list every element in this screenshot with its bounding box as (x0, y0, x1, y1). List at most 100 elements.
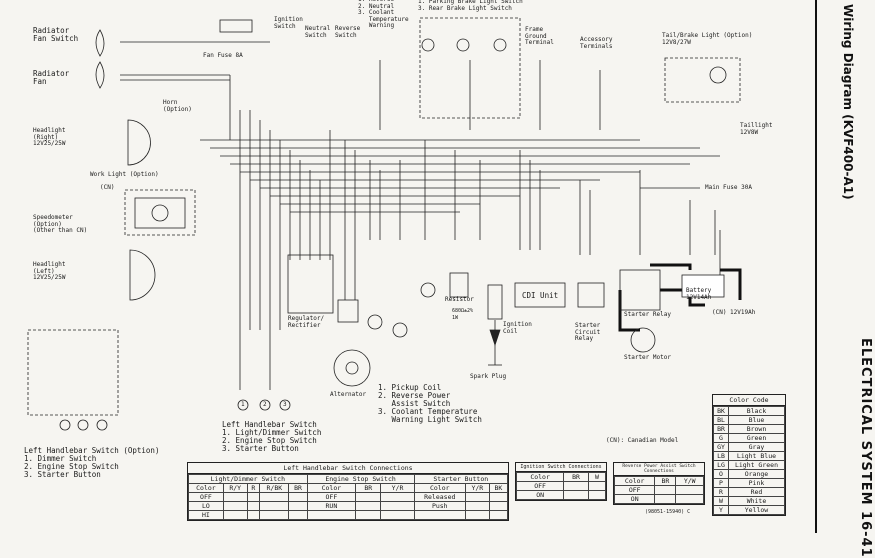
lh-cell (288, 492, 308, 502)
lh-cell: R (246, 483, 261, 493)
color-code-title: Color Code (713, 395, 785, 406)
lh-connections-table: Left Handlebar Switch Connections Light/… (187, 462, 509, 521)
wiring-diagram (27, 17, 742, 431)
lh-cell: LO (188, 501, 224, 511)
lh-cell: BK (488, 483, 509, 493)
lh-cell: BR (288, 483, 308, 493)
lh-cell (246, 492, 261, 502)
lh-cell (465, 492, 490, 502)
conn-cell (654, 485, 677, 495)
lh-row: HI (188, 510, 509, 520)
lh-cell (259, 510, 290, 520)
head-cell: Y/W (675, 476, 704, 486)
lh-cell (222, 492, 248, 502)
spark-plug-label: Spark Plug (470, 373, 507, 380)
resistor-label: Resistor (445, 296, 474, 303)
horn-label: Horn (Option) (163, 99, 192, 113)
lh-cell (465, 510, 490, 520)
lh-cell (413, 510, 467, 520)
ign-connections-title: Ignition Switch Connections (516, 463, 606, 472)
lh-cell (288, 510, 308, 520)
lh-cell (488, 501, 509, 511)
conn-cell (563, 490, 589, 500)
ignition-coil-label: Ignition Coil (503, 321, 532, 335)
neutral-switch-label: Neutral Switch (305, 25, 331, 39)
conn-cell (563, 481, 589, 491)
head-cell: BR (654, 476, 677, 486)
lh-cell: Color (413, 483, 467, 493)
lh-cell (355, 501, 382, 511)
conn-row: ON (515, 490, 607, 500)
headlight-left-label: Headlight (Left) 12V25/25W (33, 261, 66, 281)
left-handlebar-switch-list: Left Handlebar Switch 1. Light/Dimmer Sw… (222, 420, 322, 453)
taillight-label: Taillight 12V8W (740, 122, 773, 136)
color-abbrev: Y (713, 505, 729, 515)
lh-cell (259, 492, 290, 502)
battery-cn-label: (CN) 12V19Ah (712, 309, 756, 316)
lh-cell (488, 510, 509, 520)
num-2: 2 (263, 401, 267, 408)
parking-list: 1. Parking Brake Light Switch 3. Rear Br… (418, 0, 523, 12)
rev-connections-title: Reverse Power Assist Switch Connections (614, 463, 704, 476)
conn-cell (675, 494, 704, 504)
resistor-value: 680Ω±2% 1W (452, 308, 474, 321)
cdi-unit-label: CDI Unit (522, 291, 559, 300)
color-name: Red (727, 487, 786, 497)
color-abbrev: BR (713, 424, 729, 434)
page-header-strip: Wiring Diagram (KVF400-A1) ELECTRICAL SY… (815, 0, 875, 558)
lh-cell: BR (355, 483, 382, 493)
color-name: Gray (727, 442, 786, 452)
left-handlebar-option-list: Left Handlebar Switch (Option) 1. Dimmer… (24, 446, 160, 479)
ignition-switch-label: Ignition Switch (274, 16, 303, 30)
color-abbrev: O (713, 469, 729, 479)
radiator-fan-label: Radiator Fan (33, 69, 70, 86)
battery-label: Battery 12V14Ah (686, 287, 712, 301)
alternator-label: Alternator (330, 391, 367, 398)
lh-cell: Color (188, 483, 224, 493)
conn-cell: OFF (515, 481, 565, 491)
radiator-fan-switch-label: Radiator Fan Switch (33, 26, 79, 43)
color-abbrev: G (713, 433, 729, 443)
color-name: Yellow (727, 505, 786, 515)
color-name: White (727, 496, 786, 506)
color-abbrev: BL (713, 415, 729, 425)
cn-label: (CN) (100, 184, 115, 191)
lh-cell: OFF (188, 492, 224, 502)
lh-cell: OFF (306, 492, 357, 502)
fan-fuse-label: Fan Fuse 8A (203, 52, 243, 59)
headlight-right-label: Headlight (Right) 12V25/25W (33, 127, 66, 147)
regulator-label: Regulator/ Rectifier (288, 315, 325, 329)
rev-connections-table: Reverse Power Assist Switch Connections … (613, 462, 705, 505)
starter-relay-label: Starter Relay (624, 311, 671, 318)
lh-cell (222, 510, 248, 520)
head-cell: Color (515, 472, 565, 482)
color-abbrev: LG (713, 460, 729, 470)
lh-group-3: Starter Button (413, 474, 509, 484)
lh-cell: Color (306, 483, 357, 493)
color-name: Brown (727, 424, 786, 434)
num-3: 3 (283, 401, 287, 408)
color-abbrev: GY (713, 442, 729, 452)
lh-cell: HI (188, 510, 224, 520)
lh-cell: RUN (306, 501, 357, 511)
side-title: Wiring Diagram (KVF400-A1) (841, 4, 855, 200)
conn-cell (654, 494, 677, 504)
warning-list: 1. Reverse 2. Neutral 3. Coolant Tempera… (358, 0, 409, 29)
lh-group-1: Light/Dimmer Switch (188, 474, 308, 484)
color-abbrev: R (713, 487, 729, 497)
conn-cell: ON (515, 490, 565, 500)
pickup-list: 1. Pickup Coil 2. Reverse Power Assist S… (378, 383, 482, 424)
lh-cell: R/Y (222, 483, 248, 493)
color-name: Black (727, 406, 786, 416)
lh-cell (246, 510, 261, 520)
conn-cell: OFF (613, 485, 656, 495)
